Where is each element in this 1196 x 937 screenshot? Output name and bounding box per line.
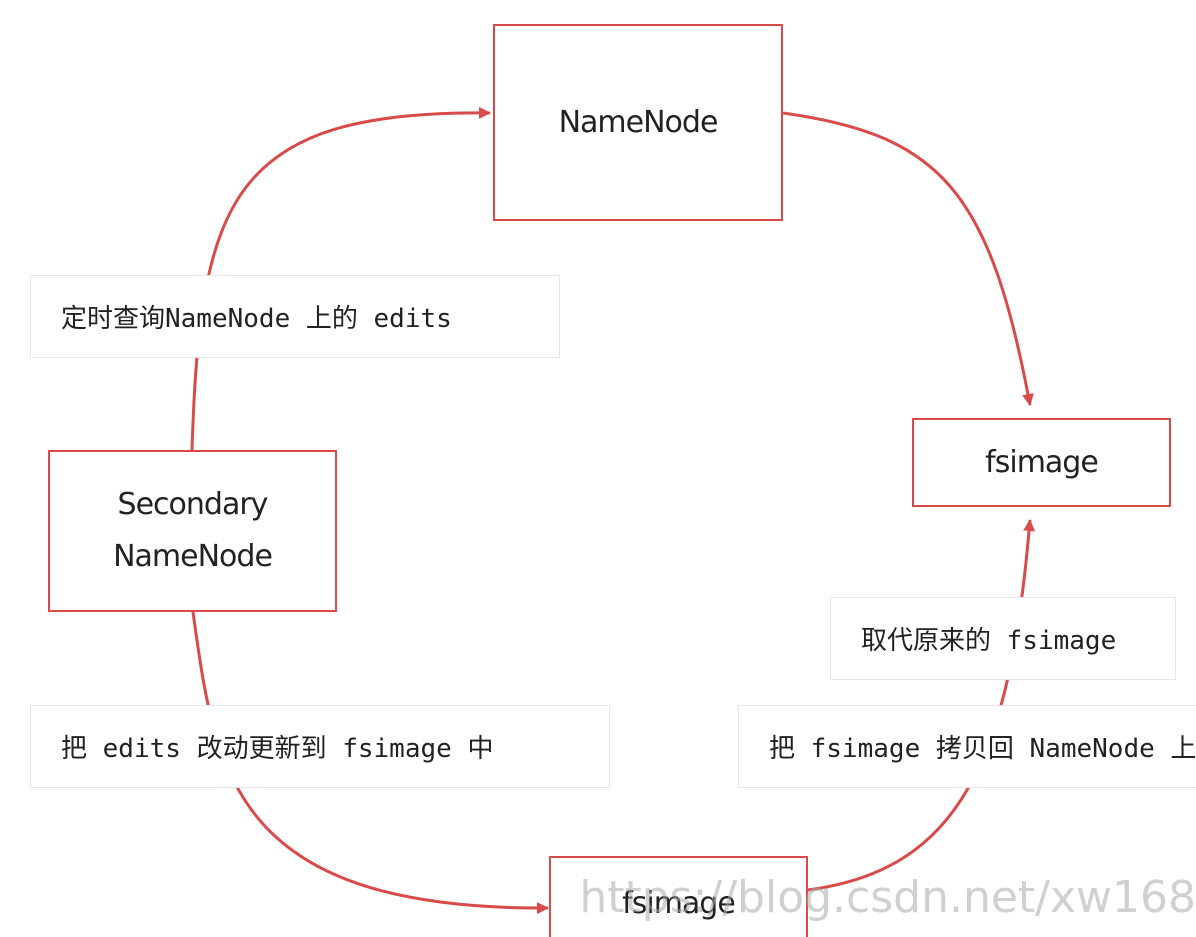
label-copy-back-text: 把 fsimage 拷贝回 NameNode 上 — [769, 734, 1196, 764]
label-update-fsimage: 把 edits 改动更新到 fsimage 中 — [30, 705, 610, 788]
secondary-namenode-label-line2: NameNode — [113, 539, 273, 574]
label-update-fsimage-text: 把 edits 改动更新到 fsimage 中 — [61, 734, 494, 764]
fsimage-bottom-label: fsimage — [622, 885, 736, 921]
fsimage-right-label: fsimage — [985, 444, 1099, 480]
secondary-namenode-label-line1: Secondary — [117, 487, 269, 522]
label-copy-back: 把 fsimage 拷贝回 NameNode 上 — [738, 705, 1196, 788]
arrow-namenode-to-fsimage — [782, 111, 1034, 406]
label-query-edits-text: 定时查询NameNode 上的 edits — [61, 304, 452, 334]
namenode-box: NameNode — [493, 24, 783, 221]
watermark-text: https://blog.csdn.net/xw168 — [579, 872, 1196, 923]
arrow-secondary-to-fsimage-bottom — [191, 611, 549, 915]
label-replace-fsimage-text: 取代原来的 fsimage — [861, 626, 1117, 656]
label-replace-fsimage: 取代原来的 fsimage — [830, 597, 1176, 680]
fsimage-bottom-box: fsimage — [549, 856, 808, 937]
fsimage-right-box: fsimage — [912, 418, 1171, 507]
label-query-edits: 定时查询NameNode 上的 edits — [30, 275, 560, 358]
secondary-namenode-box: Secondary NameNode — [48, 450, 337, 612]
namenode-label: NameNode — [558, 104, 719, 140]
